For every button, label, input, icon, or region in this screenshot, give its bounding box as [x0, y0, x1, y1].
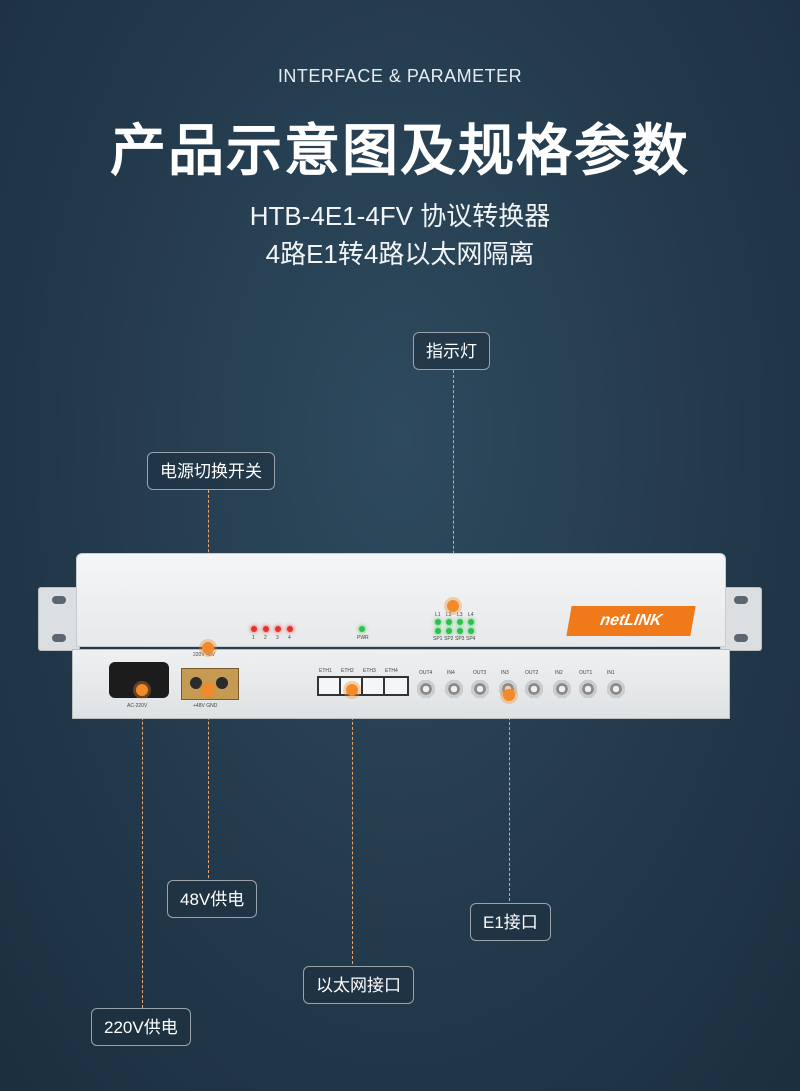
led-bottom-label: SP2	[444, 636, 454, 642]
ac-label: AC-220V	[127, 703, 148, 709]
marker-dot-power-switch	[202, 642, 214, 654]
device-top-panel: 1 2 3 4 PWR L1 L2 L3 L4 SP1 SP2 SP3 SP4 …	[76, 553, 726, 647]
device-front-panel: 220V 48V AC-220V +48V GND ETH1 ETH2 ETH3…	[72, 649, 730, 719]
eth-label: ETH4	[385, 668, 398, 674]
rack-ear-left	[38, 587, 80, 651]
bnc-label: OUT3	[473, 670, 487, 676]
pwr-led	[359, 626, 365, 632]
eth-label: ETH1	[319, 668, 332, 674]
rack-ear-right	[720, 587, 762, 651]
led-bottom-label: SP1	[433, 636, 443, 642]
subtitle-description: 4路E1转4路以太网隔离	[265, 239, 535, 269]
marker-dot-indicator	[447, 600, 459, 612]
bnc-label: IN4	[447, 670, 455, 676]
led-top-label: L2	[446, 612, 452, 618]
pwr-label: PWR	[357, 635, 369, 641]
callout-e1: E1接口	[470, 903, 551, 941]
led-num-1: 1	[252, 635, 255, 641]
bnc-connector	[417, 680, 435, 698]
protocol-converter-device: 1 2 3 4 PWR L1 L2 L3 L4 SP1 SP2 SP3 SP4 …	[38, 553, 762, 723]
eyebrow-text: INTERFACE & PARAMETER	[277, 66, 523, 86]
leader-ethernet	[352, 692, 353, 964]
eth-label: ETH3	[363, 668, 376, 674]
leader-indicator	[453, 370, 454, 604]
bnc-label: IN2	[555, 670, 563, 676]
bnc-label: OUT2	[525, 670, 539, 676]
subtitle-model: HTB-4E1-4FV 协议转换器	[249, 201, 551, 231]
led-num-2: 2	[264, 635, 267, 641]
callout-power-switch: 电源切换开关	[147, 452, 275, 490]
bnc-label: IN1	[607, 670, 615, 676]
marker-dot-220v	[136, 684, 148, 696]
voltage-label: 220V 48V	[193, 652, 215, 658]
brand-logo: netLINK	[566, 606, 696, 636]
bnc-connector	[607, 680, 625, 698]
led-top-label: L4	[468, 612, 474, 618]
callout-ethernet: 以太网接口	[303, 966, 414, 1004]
callout-indicator: 指示灯	[413, 332, 490, 370]
bnc-label: OUT4	[419, 670, 433, 676]
eth-label: ETH2	[341, 668, 354, 674]
leader-48v	[208, 692, 209, 878]
callout-220v: 220V供电	[91, 1008, 191, 1046]
led-top-label: L3	[457, 612, 463, 618]
leader-220v	[142, 692, 143, 1008]
bnc-connector	[579, 680, 597, 698]
led-num-3: 3	[276, 635, 279, 641]
bnc-label: OUT1	[579, 670, 593, 676]
bnc-label: IN3	[501, 670, 509, 676]
led-top-label: L1	[435, 612, 441, 618]
page-title: 产品示意图及规格参数	[110, 119, 690, 182]
led-bottom-label: SP3	[455, 636, 465, 642]
gnd-label: +48V GND	[193, 703, 218, 709]
led-bottom-label: SP4	[466, 636, 476, 642]
marker-dot-48v	[202, 684, 214, 696]
bnc-connector	[525, 680, 543, 698]
marker-dot-e1	[503, 689, 515, 701]
led-num-4: 4	[288, 635, 291, 641]
marker-dot-ethernet	[346, 684, 358, 696]
leader-e1	[509, 697, 510, 901]
bnc-connector	[471, 680, 489, 698]
bnc-connector	[553, 680, 571, 698]
eth-port-4	[383, 676, 409, 696]
callout-48v: 48V供电	[167, 880, 258, 918]
bnc-connector	[445, 680, 463, 698]
